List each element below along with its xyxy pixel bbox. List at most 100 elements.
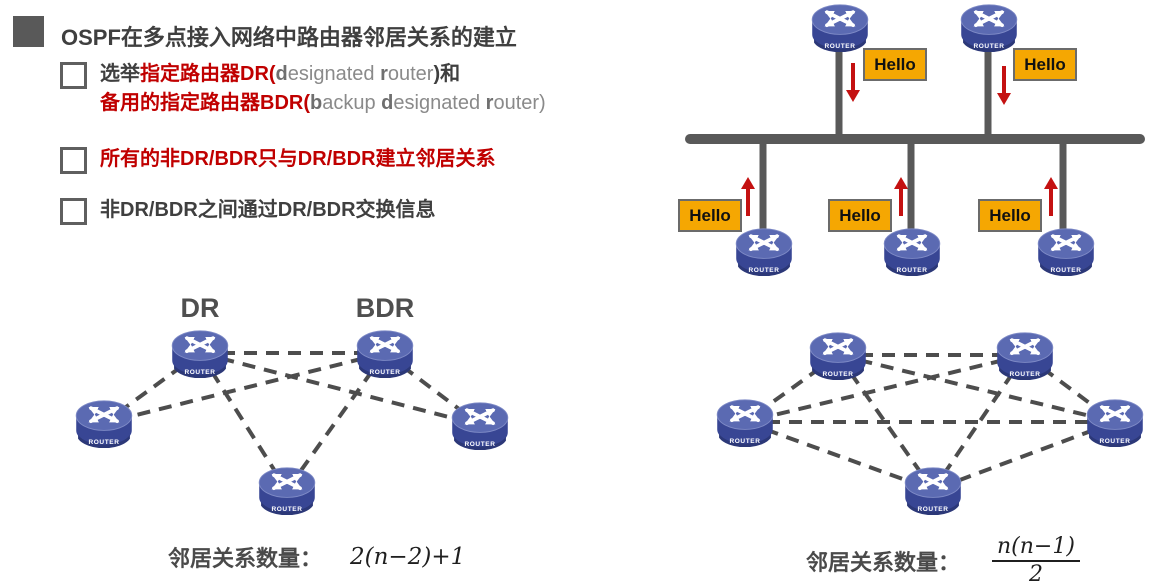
hello-label: Hello (828, 199, 892, 232)
arrow-head (846, 90, 860, 102)
router-caption: ROUTER (1009, 371, 1040, 378)
arrow-shaft (851, 63, 855, 91)
arrow-shaft (1049, 187, 1053, 216)
router-icon: ROUTER (717, 400, 773, 447)
arrow-head (1044, 177, 1058, 189)
dr-bdr-topology-diagram: ROUTER DR ROUTER BDR ROUTER ROUTER ROUTER (40, 293, 570, 535)
hello-label: Hello (678, 199, 742, 232)
router-caption: ROUTER (1050, 267, 1081, 274)
bullet-text-segment: b (310, 92, 323, 114)
router-icon: ROUTER (997, 333, 1053, 380)
router-caption: ROUTER (748, 267, 779, 274)
bullet-row: 选举指定路由器DR(designated router)和备用的指定路由器BDR… (60, 60, 546, 118)
router-icon: ROUTER (905, 468, 961, 515)
formula-label: 邻居关系数量： (168, 546, 323, 571)
router-icon: ROUTER (961, 5, 1017, 52)
router-caption: ROUTER (271, 506, 302, 513)
bullet-text-segment: outer) (493, 92, 546, 114)
formula-fraction: n(n−1) 2 (992, 534, 1080, 581)
neighbor-link (103, 351, 386, 425)
hello-direction-arrow (997, 66, 1011, 106)
bullet-checkbox-icon (60, 198, 87, 225)
router-icon: ROUTER (76, 401, 132, 448)
router-icon: ROUTER (357, 331, 413, 378)
bullet-text: 所有的非DR/BDR只与DR/BDR建立邻居关系 (100, 145, 496, 174)
title-square-bullet-icon (13, 16, 44, 47)
router-icon: ROUTER (736, 229, 792, 276)
formula-label: 邻居关系数量： (806, 550, 961, 576)
bullet-row: 所有的非DR/BDR只与DR/BDR建立邻居关系 (60, 145, 496, 174)
bullet-text: 非DR/BDR之间通过DR/BDR交换信息 (100, 196, 436, 225)
bullet-text-segment: esignated (287, 63, 381, 85)
formula-expression: 2(n−2)+1 (350, 544, 466, 570)
bullet-text-segment: )和 (433, 63, 461, 85)
neighbor-link (285, 351, 387, 492)
router-icon: ROUTER (1038, 229, 1094, 276)
hello-label: Hello (863, 48, 927, 81)
bullet-text-segment: r (380, 63, 388, 85)
router-caption: ROUTER (896, 267, 927, 274)
arrow-head (997, 93, 1011, 105)
fraction-numerator: n(n−1) (992, 534, 1080, 563)
neighbor-link (744, 353, 1026, 424)
router-caption: ROUTER (822, 371, 853, 378)
bullet-text-segment: d (381, 92, 394, 114)
hello-label: Hello (978, 199, 1042, 232)
bullet-text-segment: 非DR/BDR之间通过DR/BDR交换信息 (100, 199, 436, 221)
bullet-text: 选举指定路由器DR(designated router)和备用的指定路由器BDR… (100, 60, 546, 118)
router-icon: ROUTER (452, 403, 508, 450)
router-caption: ROUTER (824, 43, 855, 50)
router-caption: ROUTER (973, 43, 1004, 50)
bullet-text-segment: ackup (322, 92, 382, 114)
bullet-line: 备用的指定路由器BDR(backup designated router) (100, 89, 546, 118)
router-caption: ROUTER (184, 369, 215, 376)
fraction-denominator: 2 (1028, 562, 1043, 581)
router-caption: ROUTER (88, 439, 119, 446)
bullet-text-segment: 指定路由器DR( (140, 63, 276, 85)
formula-row-left: 邻居关系数量： 2(n−2)+1 (168, 541, 465, 573)
page-title: OSPF在多点接入网络中路由器邻居关系的建立 (61, 25, 517, 50)
router-caption: ROUTER (917, 506, 948, 513)
bullet-text-segment: r (485, 92, 494, 114)
arrow-head (894, 177, 908, 189)
arrow-shaft (746, 187, 750, 216)
node-label: BDR (356, 293, 415, 323)
bullet-text-segment: 备用的指定路由器BDR( (100, 92, 310, 114)
bullet-row: 非DR/BDR之间通过DR/BDR交换信息 (60, 196, 436, 225)
bullet-line: 选举指定路由器DR(designated router)和 (100, 60, 546, 89)
hello-direction-arrow (846, 63, 860, 103)
router-icon: ROUTER (259, 468, 315, 515)
router-caption: ROUTER (464, 441, 495, 448)
neighbor-link (199, 351, 481, 427)
router-icon: ROUTER (812, 5, 868, 52)
bullet-text-segment: esignated (393, 92, 486, 114)
bullet-checkbox-icon (60, 147, 87, 174)
router-icon: ROUTER (884, 229, 940, 276)
bullet-text-segment: outer (387, 63, 434, 85)
neighbor-link (744, 420, 934, 492)
hello-direction-arrow (894, 177, 908, 217)
node-label: DR (181, 293, 220, 323)
arrow-shaft (1002, 66, 1006, 94)
bullet-text-segment: 选举 (100, 63, 140, 85)
bullet-line: 所有的非DR/BDR只与DR/BDR建立邻居关系 (100, 145, 496, 174)
full-mesh-topology-diagram: ROUTER ROUTER ROUTER ROUTER ROUTER (690, 318, 1173, 533)
router-caption: ROUTER (729, 438, 760, 445)
arrow-shaft (899, 187, 903, 216)
router-icon: ROUTER (810, 333, 866, 380)
router-icon: ROUTER (1087, 400, 1143, 447)
bullet-checkbox-icon (60, 62, 87, 89)
hello-direction-arrow (1044, 177, 1058, 217)
hello-direction-arrow (741, 177, 755, 217)
neighbor-link (837, 353, 1116, 424)
bus-topology-diagram: ROUTER ROUTER ROUTER ROUTER ROUTER (685, 0, 1145, 292)
hello-label: Hello (1013, 48, 1077, 81)
router-caption: ROUTER (369, 369, 400, 376)
formula-row-right: 邻居关系数量： n(n−1) 2 (806, 534, 1080, 581)
router-caption: ROUTER (1099, 438, 1130, 445)
arrow-head (741, 177, 755, 189)
bullet-line: 非DR/BDR之间通过DR/BDR交换信息 (100, 196, 436, 225)
bullet-text-segment: 所有的非DR/BDR只与DR/BDR建立邻居关系 (100, 148, 496, 170)
router-icon: ROUTER (172, 331, 228, 378)
